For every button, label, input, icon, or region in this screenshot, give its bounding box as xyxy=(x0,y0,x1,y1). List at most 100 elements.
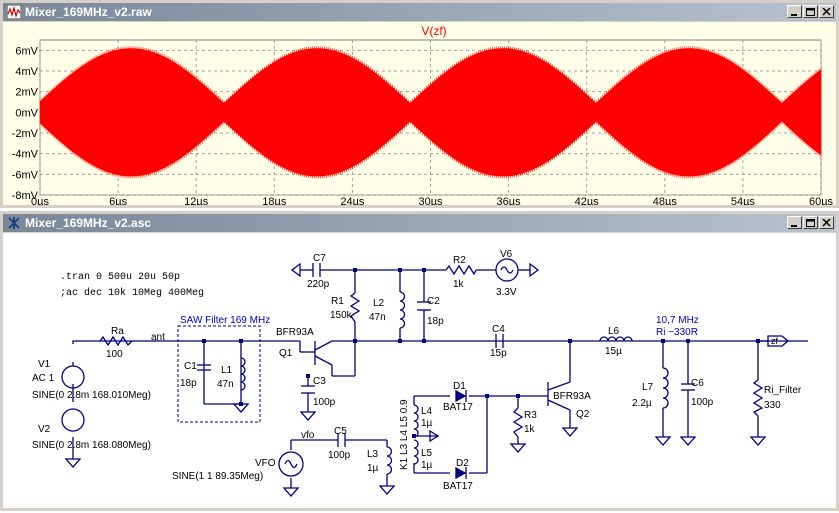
label-l4[interactable]: L4 xyxy=(421,406,433,417)
label-r2-value[interactable]: 1k xyxy=(453,279,465,290)
x-tick-label: 36µs xyxy=(497,196,522,205)
net-ant[interactable]: ant xyxy=(151,332,165,343)
label-l1-value[interactable]: 47n xyxy=(217,379,234,390)
label-q2-type[interactable]: BFR93A xyxy=(553,391,591,402)
label-r3[interactable]: R3 xyxy=(524,410,537,421)
label-c2[interactable]: C2 xyxy=(427,296,440,307)
y-tick-label: -8mV xyxy=(12,190,39,202)
label-c3-value[interactable]: 100p xyxy=(313,397,336,408)
x-tick-label: 6µs xyxy=(109,196,127,205)
label-l3-value[interactable]: 1µ xyxy=(367,463,379,474)
close-button[interactable] xyxy=(819,216,834,229)
label-l2[interactable]: L2 xyxy=(373,298,385,309)
label-r2[interactable]: R2 xyxy=(453,255,466,266)
label-v6[interactable]: V6 xyxy=(500,249,513,260)
label-v1-value[interactable]: AC 1 xyxy=(32,373,55,384)
label-c7[interactable]: C7 xyxy=(313,253,326,264)
label-ra[interactable]: Ra xyxy=(111,326,124,337)
label-c4[interactable]: C4 xyxy=(492,324,505,335)
label-c1-value[interactable]: 18p xyxy=(180,378,197,389)
label-v6-value[interactable]: 3.3V xyxy=(496,287,517,298)
label-c5-value[interactable]: 100p xyxy=(328,450,351,461)
label-v2[interactable]: V2 xyxy=(38,424,51,435)
x-tick-label: 18µs xyxy=(262,196,287,205)
net-zf[interactable]: zf xyxy=(771,336,779,346)
y-tick-label: 0mV xyxy=(15,107,38,119)
label-l6-value[interactable]: 15µ xyxy=(605,346,622,357)
x-tick-label: 54µs xyxy=(731,196,756,205)
label-c7-value[interactable]: 220p xyxy=(307,279,330,290)
tran-directive[interactable]: .tran 0 500u 20u 50p xyxy=(60,272,180,283)
maximize-icon xyxy=(806,8,815,16)
y-tick-label: -4mV xyxy=(12,149,39,161)
label-l7-value[interactable]: 2.2µ xyxy=(632,398,652,409)
waveform-titlebar[interactable]: Mixer_169MHz_v2.raw xyxy=(3,3,836,21)
label-ri-filter-value[interactable]: 330 xyxy=(764,400,781,411)
label-c3[interactable]: C3 xyxy=(313,376,326,387)
y-tick-label: 4mV xyxy=(15,66,38,78)
if-label-impedance[interactable]: Ri ~330R xyxy=(656,327,698,338)
trace-label-v-zf[interactable]: V(zf) xyxy=(421,24,446,38)
label-vfo[interactable]: VFO xyxy=(255,458,276,469)
label-c1[interactable]: C1 xyxy=(184,361,197,372)
label-ra-value[interactable]: 100 xyxy=(106,349,123,360)
label-d2[interactable]: D2 xyxy=(456,458,469,469)
label-l5[interactable]: L5 xyxy=(421,448,433,459)
ground-symbols xyxy=(64,262,767,497)
label-l6[interactable]: L6 xyxy=(608,326,620,337)
ac-directive[interactable]: ;ac dec 10k 10Meg 400Meg xyxy=(60,287,204,299)
net-vfo[interactable]: vfo xyxy=(301,430,315,441)
label-vfo-source[interactable]: SINE(1 1 89.35Meg) xyxy=(172,471,263,482)
minimize-icon xyxy=(791,225,797,227)
blue-annotations: SAW Filter 169 MHz 10,7 MHz Ri ~330R xyxy=(180,315,699,338)
label-c6-value[interactable]: 100p xyxy=(691,397,714,408)
label-l3[interactable]: L3 xyxy=(367,449,379,460)
schematic-drawing[interactable]: .tran 0 500u 20u 50p ;ac dec 10k 10Meg 4… xyxy=(3,233,836,508)
waveform-app-icon xyxy=(7,5,21,19)
schematic-titlebar[interactable]: Mixer_169MHz_v2.asc xyxy=(3,214,836,232)
ra-resistor xyxy=(99,335,133,347)
schematic-app-icon xyxy=(8,217,20,229)
maximize-icon xyxy=(806,219,815,227)
label-l2-value[interactable]: 47n xyxy=(369,312,386,323)
label-l4-value[interactable]: 1µ xyxy=(421,418,433,429)
maximize-button[interactable] xyxy=(803,216,818,229)
label-d1[interactable]: D1 xyxy=(453,381,466,392)
maximize-button[interactable] xyxy=(803,5,818,18)
label-q1[interactable]: Q1 xyxy=(279,348,293,359)
label-c4-value[interactable]: 15p xyxy=(490,348,507,359)
label-r3-value[interactable]: 1k xyxy=(524,424,536,435)
minimize-button[interactable] xyxy=(787,216,802,229)
label-r1-value[interactable]: 150k xyxy=(330,310,353,321)
label-r1[interactable]: R1 xyxy=(331,296,344,307)
label-v2-source[interactable]: SINE(0 2.8m 168.080Meg) xyxy=(32,440,151,451)
x-tick-label: 48µs xyxy=(653,196,678,205)
label-c2-value[interactable]: 18p xyxy=(427,316,444,327)
close-icon xyxy=(822,8,831,16)
close-button[interactable] xyxy=(819,5,834,18)
label-d2-value[interactable]: BAT17 xyxy=(443,481,473,492)
y-tick-label: -2mV xyxy=(12,128,39,140)
label-l1[interactable]: L1 xyxy=(221,365,233,376)
label-q1-type[interactable]: BFR93A xyxy=(276,327,314,338)
label-l5-value[interactable]: 1µ xyxy=(421,460,433,471)
minimize-button[interactable] xyxy=(787,5,802,18)
label-l7[interactable]: L7 xyxy=(642,382,654,393)
if-label-freq[interactable]: 10,7 MHz xyxy=(656,315,699,326)
label-d1-value[interactable]: BAT17 xyxy=(443,402,473,413)
label-q2[interactable]: Q2 xyxy=(576,409,590,420)
label-c6[interactable]: C6 xyxy=(691,378,704,389)
coupling-directive[interactable]: K1 L3 L4 L5 0.9 xyxy=(399,399,410,470)
label-v1-source[interactable]: SINE(0 2.8m 168.010Meg) xyxy=(32,390,151,401)
saw-filter-label[interactable]: SAW Filter 169 MHz xyxy=(180,315,270,326)
schematic-canvas[interactable]: .tran 0 500u 20u 50p ;ac dec 10k 10Meg 4… xyxy=(3,233,836,508)
label-ri-filter[interactable]: Ri_Filter xyxy=(764,385,802,396)
schematic-window-title: Mixer_169MHz_v2.asc xyxy=(25,216,152,230)
waveform-window-title: Mixer_169MHz_v2.raw xyxy=(25,5,152,19)
schematic-window: Mixer_169MHz_v2.asc xyxy=(0,211,839,511)
label-v1[interactable]: V1 xyxy=(38,359,51,370)
label-c5[interactable]: C5 xyxy=(334,426,347,437)
